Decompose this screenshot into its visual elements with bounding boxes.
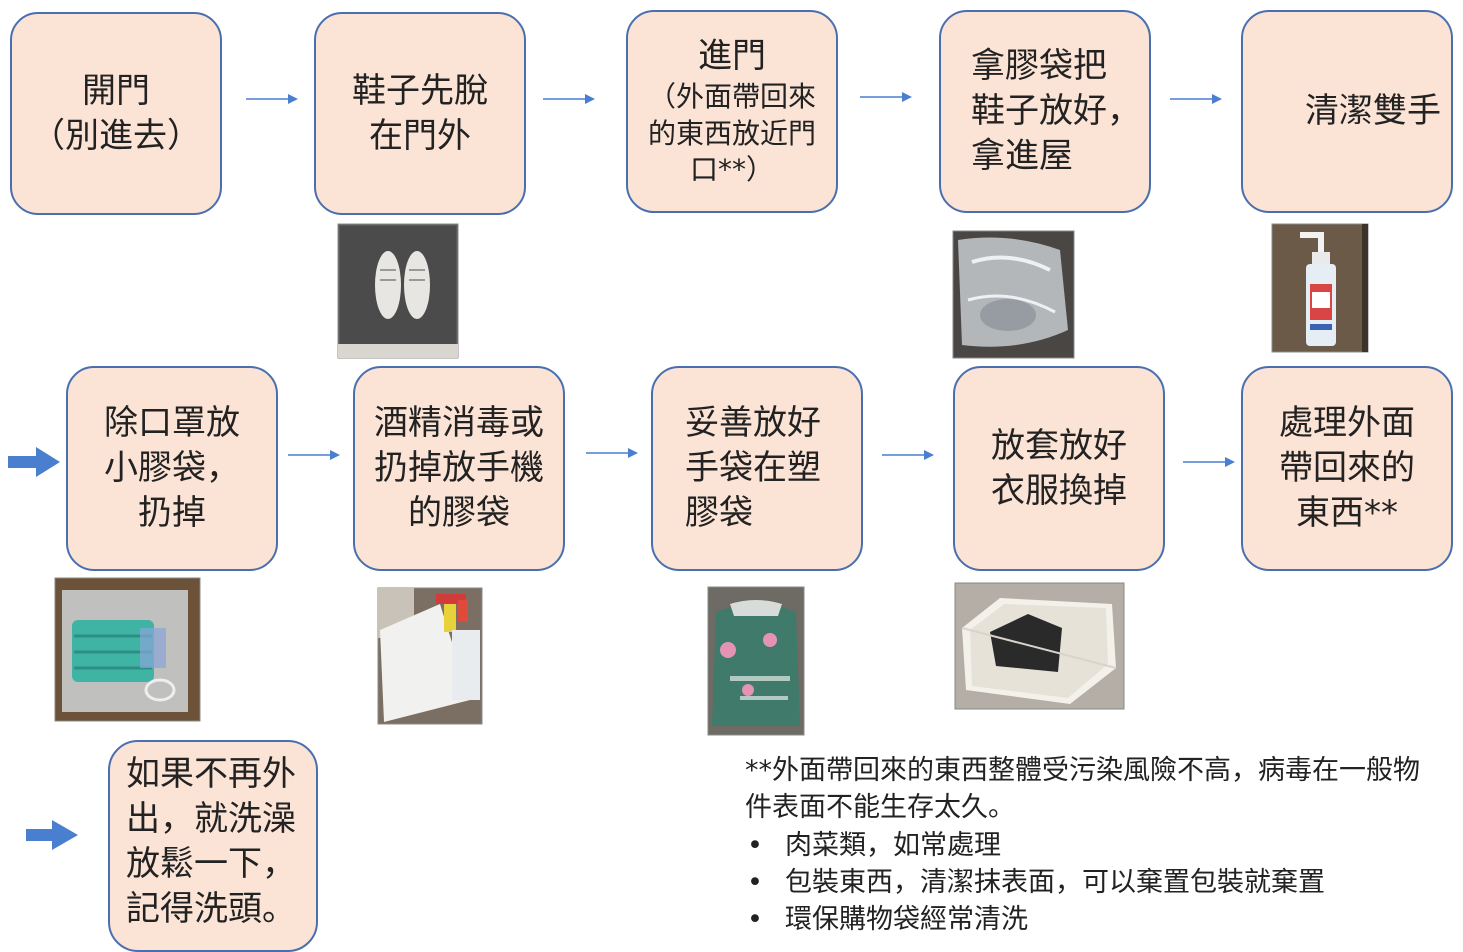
step-bag-shoes: 拿膠袋把 鞋子放好， 拿進屋 [939,10,1151,213]
continuation-arrow-row2 [8,447,60,477]
step-change-clothes-text: 放套放好 衣服換掉 [991,425,1127,511]
footnote-intro: **外面帶回來的東西整體受污染風險不高，病毒在一般物件表面不能生存太久。 [745,755,1420,824]
photo-handbag-in-plastic-bag [707,586,805,736]
step-open-door: 開門 （別進去） [10,12,222,215]
step-bag-shoes-text: 拿膠袋把 鞋子放好， 拿進屋 [971,46,1141,176]
step-shower-text: 如果不再外 出，就洗澡 放鬆一下， 記得洗頭。 [126,754,296,929]
photo-hand-sanitizer [1271,223,1369,353]
footnote-item-food: 肉菜類，如常處理 [747,827,1445,865]
step-remove-mask-text: 除口罩放 小膠袋， 扔掉 [104,403,240,533]
step-handle-items-text: 處理外面 帶回來的 東西** [1279,403,1415,533]
step-enter-content: 進門 （外面帶回來 的東西放近門 口**） [647,12,816,211]
step-store-handbag: 妥善放好 手袋在塑 膠袋 [651,366,863,571]
step-handle-items: 處理外面 帶回來的 東西** [1241,366,1453,571]
footnote: **外面帶回來的東西整體受污染風險不高，病毒在一般物件表面不能生存太久。 肉菜類… [745,752,1445,939]
step-remove-shoes: 鞋子先脫 在門外 [314,12,526,215]
step-open-door-text: 開門 （別進去） [31,70,201,156]
footnote-item-packaging: 包裝東西，清潔抹表面，可以棄置包裝就棄置 [747,864,1445,902]
step-enter: 進門 （外面帶回來 的東西放近門 口**） [626,10,838,213]
photo-shoes-in-plastic-bag [952,230,1075,359]
footnote-item-shopping-bags: 環保購物袋經常清洗 [747,901,1445,939]
step-disinfect-phone-bag: 酒精消毒或 扔掉放手機 的膠袋 [353,366,565,571]
step-clean-hands: 清潔雙手 [1241,10,1453,213]
step-store-handbag-text: 妥善放好 手袋在塑 膠袋 [685,403,821,533]
step-change-clothes: 放套放好 衣服換掉 [953,366,1165,571]
step-remove-shoes-text: 鞋子先脫 在門外 [352,70,488,156]
step-enter-subtext: （外面帶回來 的東西放近門 口**） [647,80,816,187]
step-disinfect-phone-bag-text: 酒精消毒或 扔掉放手機 的膠袋 [374,403,544,533]
photo-storage-box [954,582,1125,710]
photo-plastic-bag-and-spray [377,587,483,725]
step-remove-mask: 除口罩放 小膠袋， 扔掉 [66,366,278,571]
continuation-arrow-row3 [26,820,78,850]
step-enter-title: 進門 [697,36,766,77]
photo-mask-in-zip-bag [54,577,201,722]
photo-shoes-on-doormat [337,223,459,359]
step-shower: 如果不再外 出，就洗澡 放鬆一下， 記得洗頭。 [108,740,318,952]
step-clean-hands-text: 清潔雙手 [1305,91,1441,132]
footnote-list: 肉菜類，如常處理 包裝東西，清潔抹表面，可以棄置包裝就棄置 環保購物袋經常清洗 [745,827,1445,939]
